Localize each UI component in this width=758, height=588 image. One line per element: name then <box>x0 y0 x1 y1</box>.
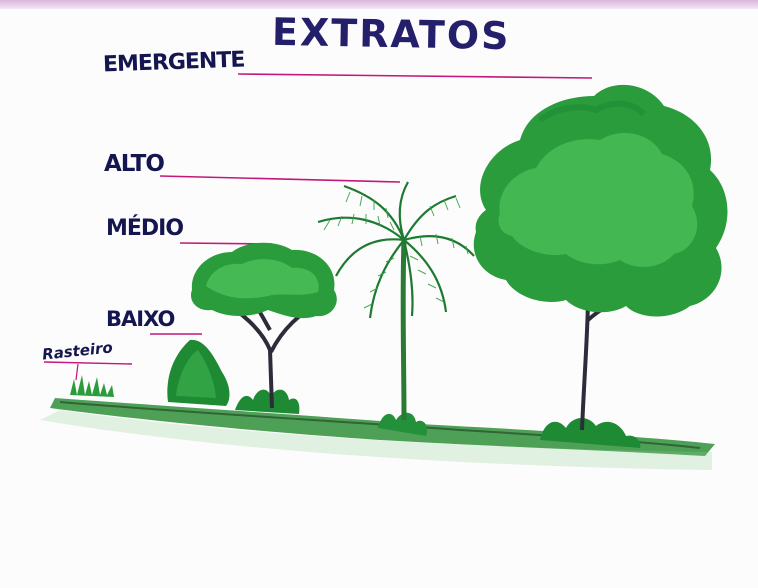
guide-line-emergente <box>237 73 593 79</box>
shrub-baixo <box>167 339 230 406</box>
palm-alto <box>317 181 475 421</box>
tree-emergente <box>473 84 728 431</box>
label-alto: ALTO <box>104 151 165 177</box>
guide-line-rasteiro <box>43 361 133 365</box>
guide-tick-rasteiro <box>75 363 79 381</box>
label-baixo: BAIXO <box>106 307 175 331</box>
label-medio: MÉDIO <box>106 216 184 241</box>
ground-cover <box>70 375 641 448</box>
tree-medio <box>190 242 337 409</box>
page-title: EXTRATOS <box>271 9 511 59</box>
guide-line-alto <box>159 175 401 183</box>
label-emergente: EMERGENTE <box>102 47 245 78</box>
paper-top-edge <box>0 0 758 9</box>
